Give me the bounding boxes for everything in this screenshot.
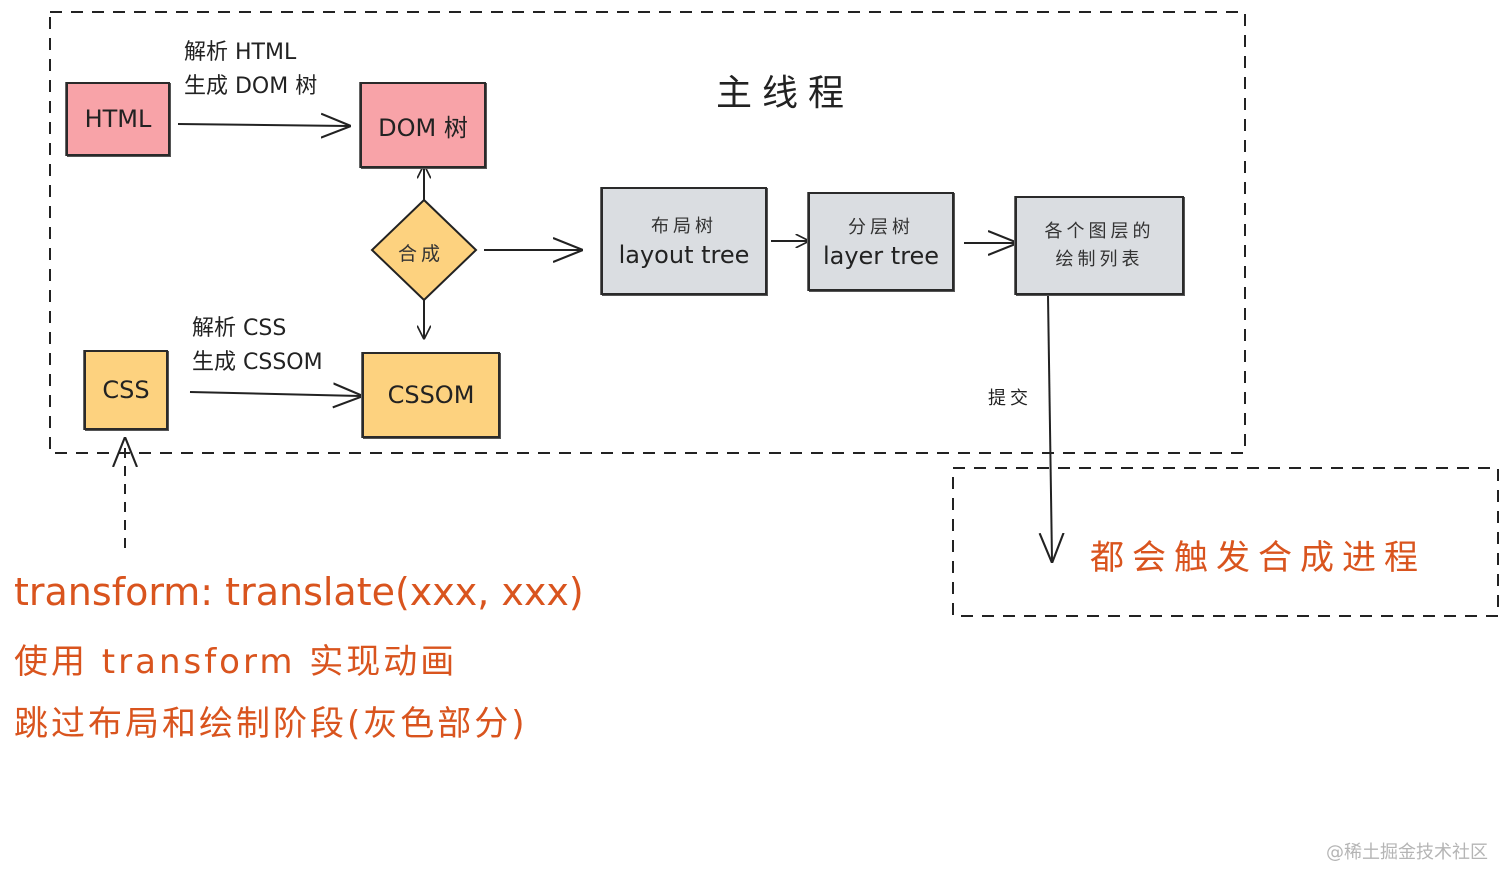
parse-css-label: 解析 CSS 生成 CSSOM: [192, 312, 323, 380]
notes-line1: transform: translate(xxx, xxx): [14, 570, 584, 614]
notes-line3: 跳过布局和绘制阶段(灰色部分): [14, 704, 528, 744]
dom-node: DOM 树: [360, 82, 486, 168]
layout-tree-cn: 布局树: [651, 216, 717, 237]
watermark: @稀土掘金技术社区: [1326, 842, 1488, 863]
parse-html-label: 解析 HTML 生成 DOM 树: [184, 36, 317, 104]
parse-html-line2: 生成 DOM 树: [184, 74, 318, 99]
compositor-frame: [952, 467, 1499, 617]
parse-css-line1: 解析 CSS: [192, 316, 287, 341]
paint-list-line2: 绘制列表: [1055, 248, 1144, 270]
paint-list-node: 各个图层的 绘制列表: [1015, 196, 1184, 295]
main-thread-title: 主线程: [716, 73, 855, 114]
parse-css-line2: 生成 CSSOM: [192, 350, 323, 375]
html-node-label: HTML: [84, 105, 152, 133]
commit-label: 提交: [988, 388, 1032, 409]
arrow-html-to-dom: [177, 124, 348, 126]
html-node: HTML: [66, 82, 170, 156]
compositor-label: 都会触发合成进程: [1090, 538, 1426, 578]
layer-tree-en: layer tree: [822, 241, 940, 270]
arrow-commit: [1048, 295, 1052, 560]
main-thread-frame: [49, 11, 1246, 454]
dom-node-label: DOM 树: [378, 113, 468, 142]
layout-tree-en: layout tree: [618, 241, 750, 269]
composite-label: 合成: [398, 243, 445, 265]
arrow-css-to-cssom: [189, 392, 360, 396]
cssom-node: CSSOM: [362, 352, 500, 438]
layer-tree-cn: 分层树: [848, 216, 914, 238]
parse-html-line1: 解析 HTML: [184, 40, 297, 65]
css-node: CSS: [84, 350, 168, 430]
css-node-label: CSS: [102, 376, 150, 404]
composite-diamond: [370, 198, 478, 302]
notes-line2: 使用 transform 实现动画: [14, 642, 458, 682]
cssom-node-label: CSSOM: [387, 381, 475, 409]
layer-tree-node: 分层树 layer tree: [808, 192, 954, 291]
layout-tree-node: 布局树 layout tree: [601, 187, 767, 295]
paint-list-line1: 各个图层的: [1044, 220, 1155, 242]
